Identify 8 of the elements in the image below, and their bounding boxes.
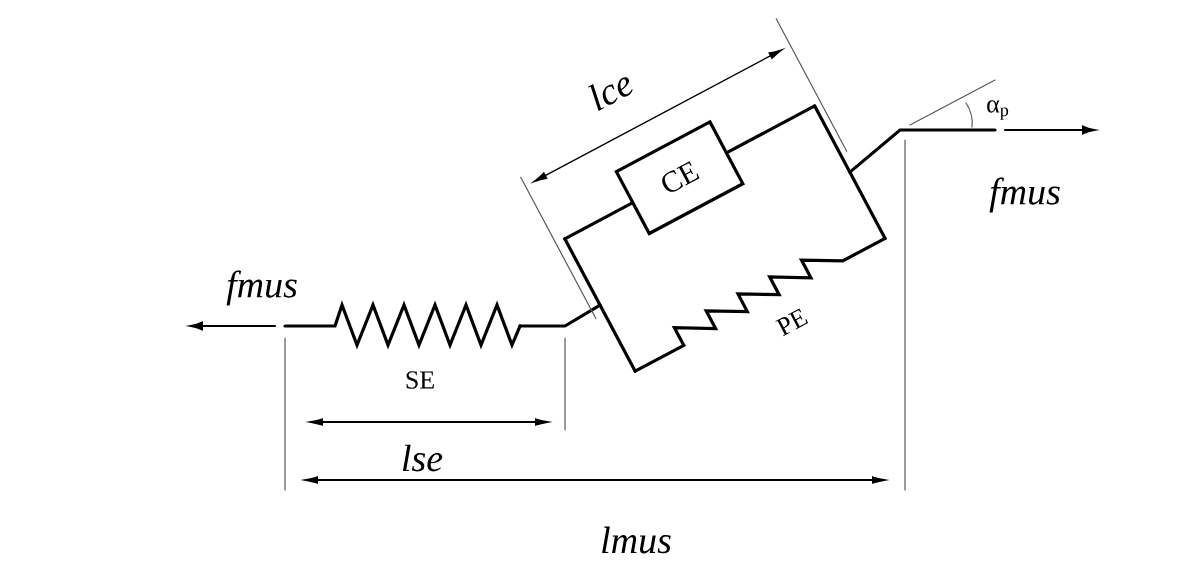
angle-label: α$_{p}$ <box>987 100 1009 120</box>
dimension-label: lce <box>588 77 633 111</box>
element-label: SE <box>406 371 434 389</box>
dimension-label: lse <box>402 444 443 472</box>
dimension-label: lmus <box>602 526 671 554</box>
element-label: PE <box>775 308 809 337</box>
force-label: fmus <box>989 177 1060 213</box>
force-label: fmus <box>226 270 297 306</box>
